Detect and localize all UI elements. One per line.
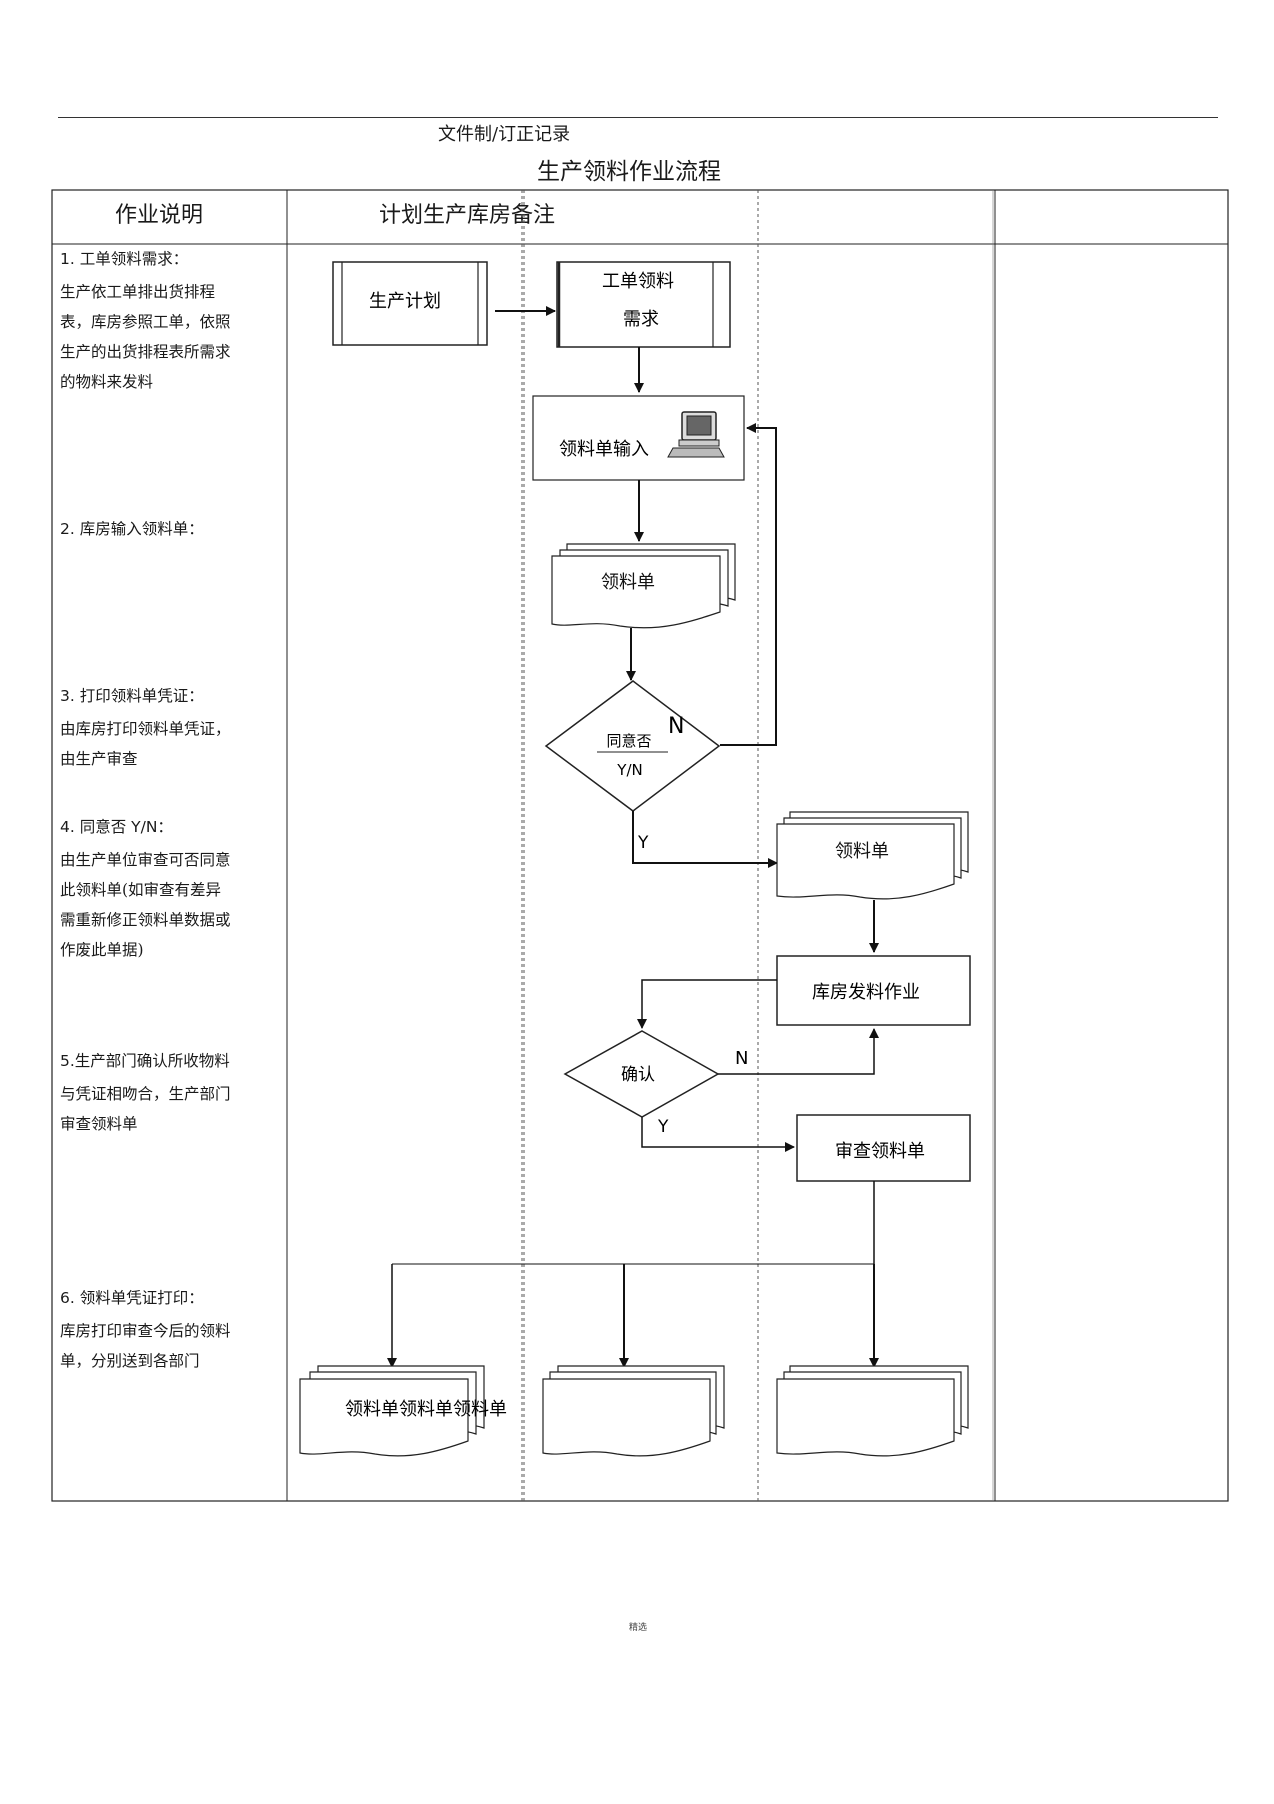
- step-3: 3. 打印领料单凭证： 由库房打印领料单凭证， 由生产审查: [60, 681, 260, 774]
- step-4-line-2: 此领料单(如审查有差异: [60, 881, 222, 899]
- review-requisition-text: 审查领料单: [835, 1141, 925, 1162]
- step-5: 5.生产部门确认所收物料 与凭证相吻合，生产部门 审查领料单: [60, 1046, 260, 1139]
- work-order-req-text-1: 工单领料: [602, 271, 674, 292]
- lane-separators: [521, 190, 759, 1501]
- output-doc-2: [542, 1365, 725, 1457]
- document-title: 生产领料作业流程: [537, 159, 721, 185]
- output-docs-text: 领料单领料单领料单: [345, 1399, 507, 1420]
- output-doc-3: [776, 1365, 969, 1457]
- warehouse-issue-box: 库房发料作业: [776, 955, 971, 1026]
- step-6-title: 6. 领料单凭证打印：: [60, 1289, 204, 1307]
- production-plan-text: 生产计划: [369, 291, 441, 312]
- step-4-line-4: 作废此单据): [60, 941, 144, 959]
- step-4: 4. 同意否 Y/N： 由生产单位审查可否同意 此领料单(如审查有差异 需重新修…: [60, 812, 260, 965]
- step-2: 2. 库房输入领料单：: [60, 514, 260, 544]
- review-requisition-box: 审查领料单: [796, 1114, 971, 1182]
- step-6-line-1: 库房打印审查今后的领料: [60, 1322, 231, 1340]
- step-4-title: 4. 同意否 Y/N：: [60, 818, 173, 836]
- requisition-input-box: 领料单输入: [532, 395, 745, 481]
- step-5-line-1: 与凭证相吻合，生产部门: [60, 1085, 231, 1103]
- step-6: 6. 领料单凭证打印： 库房打印审查今后的领料 单，分别送到各部门: [60, 1283, 260, 1376]
- arrow-confirm-no: [718, 1028, 879, 1075]
- step-1-line-2: 表，库房参照工单，依照: [60, 313, 231, 331]
- step-1-line-3: 生产的出货排程表所需求: [60, 343, 231, 361]
- requisition-doc: 领料单: [551, 543, 736, 629]
- approve-decision-text-2: Y/N: [616, 761, 642, 779]
- step-4-line-1: 由生产单位审查可否同意: [60, 851, 231, 869]
- confirm-n-label: N: [735, 1048, 748, 1069]
- arrow-n-back-to-input: [720, 423, 777, 746]
- approve-y-label: Y: [637, 833, 649, 853]
- arrow-issue-to-confirm: [637, 979, 777, 1029]
- warehouse-issue-text: 库房发料作业: [812, 982, 920, 1003]
- step-3-line-2: 由生产审查: [60, 750, 138, 768]
- revision-record-label: 文件制/订正记录: [438, 124, 571, 145]
- confirm-y-label: Y: [657, 1117, 669, 1137]
- approve-decision: 同意否 Y/N N Y: [544, 680, 721, 853]
- step-1-line-4: 的物料来发料: [60, 373, 154, 391]
- step-1-title: 1. 工单领料需求：: [60, 250, 189, 268]
- footer-mark: 精选: [629, 1623, 648, 1633]
- approve-n-label: N: [668, 714, 684, 739]
- computer-icon: [667, 411, 725, 458]
- step-1: 1. 工单领料需求： 生产依工单排出货排程 表，库房参照工单，依照 生产的出货排…: [60, 244, 260, 397]
- requisition-doc-2-text: 领料单: [835, 841, 889, 862]
- col-lanes-header: 计划生产库房备注: [379, 203, 556, 228]
- arrow-confirm-yes: [641, 1117, 795, 1152]
- requisition-doc-2: 领料单: [776, 811, 969, 900]
- confirm-decision-text: 确认: [621, 1065, 655, 1085]
- distribution-lines: [392, 1181, 875, 1265]
- step-3-title: 3. 打印领料单凭证：: [60, 687, 204, 705]
- work-order-req-box: 工单领料 需求: [556, 261, 731, 348]
- step-4-line-3: 需重新修正领料单数据或: [60, 911, 231, 929]
- step-2-title: 2. 库房输入领料单：: [60, 520, 204, 538]
- production-plan-box: 生产计划: [332, 261, 488, 346]
- approve-decision-text-1: 同意否: [606, 732, 651, 750]
- work-order-req-text-2: 需求: [623, 309, 659, 330]
- step-6-line-2: 单，分别送到各部门: [60, 1352, 200, 1370]
- requisition-doc-text: 领料单: [601, 572, 655, 593]
- col-desc-header: 作业说明: [115, 203, 204, 228]
- step-5-title: 5.生产部门确认所收物料: [60, 1052, 230, 1070]
- arrow-yes-to-doc2: [632, 811, 778, 868]
- table-frame: [51, 189, 1229, 1502]
- header-rule: [58, 117, 1218, 118]
- step-5-line-2: 审查领料单: [60, 1115, 138, 1133]
- confirm-decision: 确认 N Y: [563, 1030, 748, 1137]
- output-doc-1: [299, 1365, 485, 1457]
- step-3-line-1: 由库房打印领料单凭证，: [60, 720, 231, 738]
- requisition-input-text: 领料单输入: [559, 439, 649, 460]
- step-1-line-1: 生产依工单排出货排程: [60, 283, 216, 301]
